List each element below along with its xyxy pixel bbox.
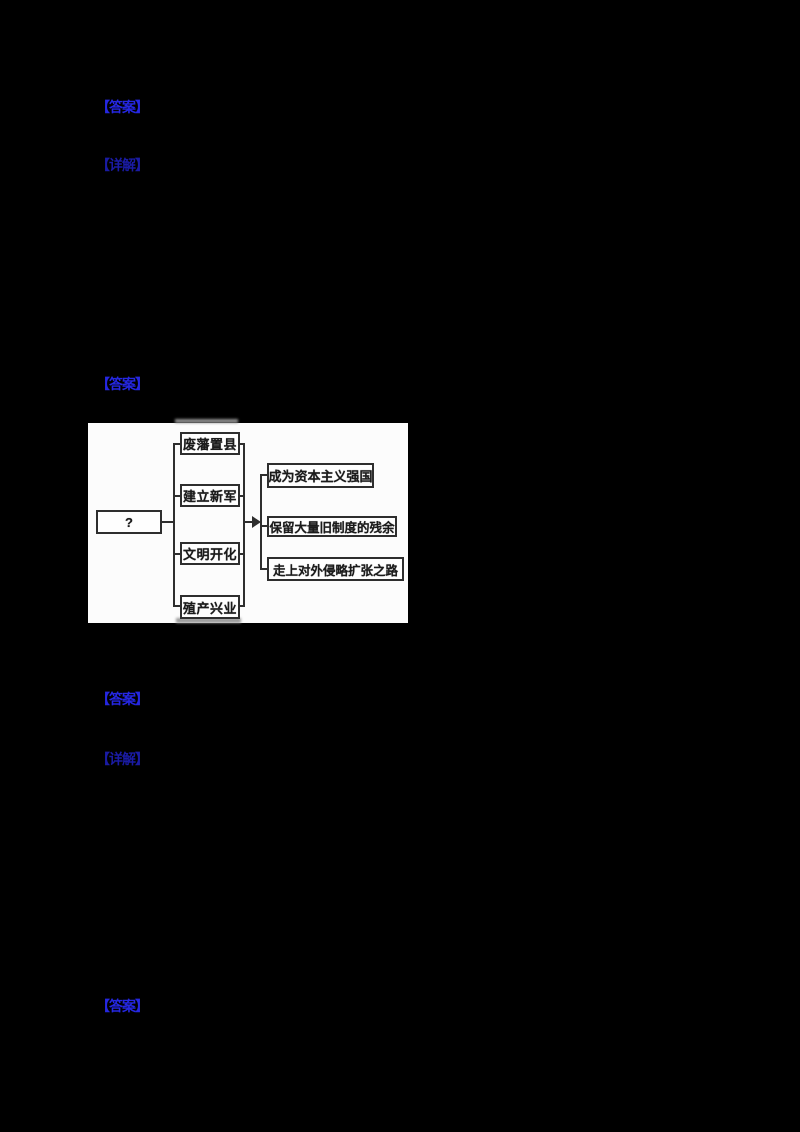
outcome-box: 走上对外侵略扩张之路: [267, 557, 404, 581]
connector-measure2-right-stub: [238, 495, 245, 497]
reform-measure-box: 殖产兴业: [180, 595, 240, 619]
answer-label: 【答案】: [96, 691, 149, 707]
scan-artifact-bottom: [176, 618, 241, 623]
reform-measure-box: 废藩置县: [180, 432, 240, 455]
answer-label: 【答案】: [96, 99, 149, 115]
explanation-label: 【详解】: [96, 157, 149, 173]
connector-left-spine: [173, 443, 175, 607]
reform-measure-box: 文明开化: [180, 542, 240, 565]
connector-measure3-left-stub: [173, 553, 181, 555]
connector-measure2-left-stub: [173, 495, 181, 497]
connector-measure1-right-stub: [238, 443, 245, 445]
reform-measure-box: 建立新军: [180, 484, 240, 507]
connector-outcome1-stub: [260, 474, 269, 476]
outcome-box: 保留大量旧制度的残余: [267, 516, 397, 537]
question-figure-panel: ? 废藩置县 建立新军 文明开化 殖产兴业 成为资本主义强国 保留大量旧制度的残…: [88, 419, 408, 623]
connector-outcome3-stub: [260, 568, 269, 570]
flow-arrow-icon: [252, 516, 261, 528]
answer-label: 【答案】: [96, 998, 149, 1014]
connector-measure4-left-stub: [173, 605, 181, 607]
connector-question-stub: [162, 521, 174, 523]
connector-right-spine: [260, 474, 262, 569]
explanation-label: 【详解】: [96, 751, 149, 767]
flow-arrow-shaft: [243, 521, 253, 523]
connector-outcome2-stub: [260, 525, 269, 527]
answer-label: 【答案】: [96, 376, 149, 392]
connector-measure3-right-stub: [238, 553, 245, 555]
connector-mid-spine: [243, 443, 245, 607]
outcome-box: 成为资本主义强国: [267, 463, 374, 488]
connector-measure1-left-stub: [173, 443, 181, 445]
connector-measure4-right-stub: [238, 605, 245, 607]
scan-artifact-top: [175, 419, 238, 423]
mystery-question-box: ?: [96, 510, 162, 534]
